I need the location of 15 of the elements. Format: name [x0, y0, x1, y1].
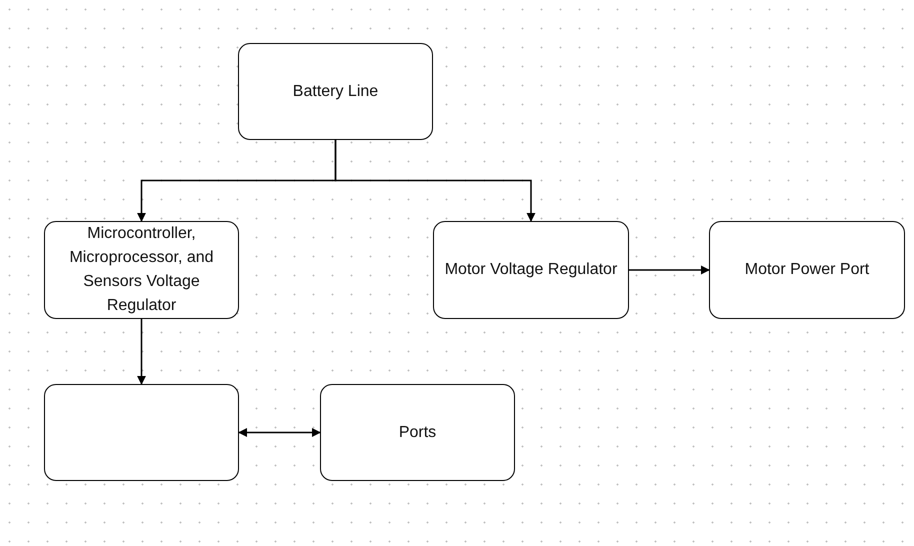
- box-label: Ports: [398, 422, 436, 442]
- arrow: [334, 140, 536, 222]
- process-box: [238, 43, 433, 140]
- box-label: Motor Power Port: [744, 260, 870, 280]
- process-box: [44, 384, 239, 481]
- arrow: [238, 428, 321, 437]
- arrow: [137, 319, 146, 385]
- box-label: Battery Line: [292, 82, 378, 102]
- process-box: [433, 221, 629, 319]
- arrow: [629, 266, 710, 274]
- process-box: [320, 384, 515, 481]
- process-box: [709, 221, 905, 319]
- box-label: Microcontroller, Microprocessor, and Sensors Voltage Regulator: [68, 224, 215, 316]
- process-box: [44, 221, 239, 319]
- box-label: Motor Voltage Regulator: [444, 260, 618, 280]
